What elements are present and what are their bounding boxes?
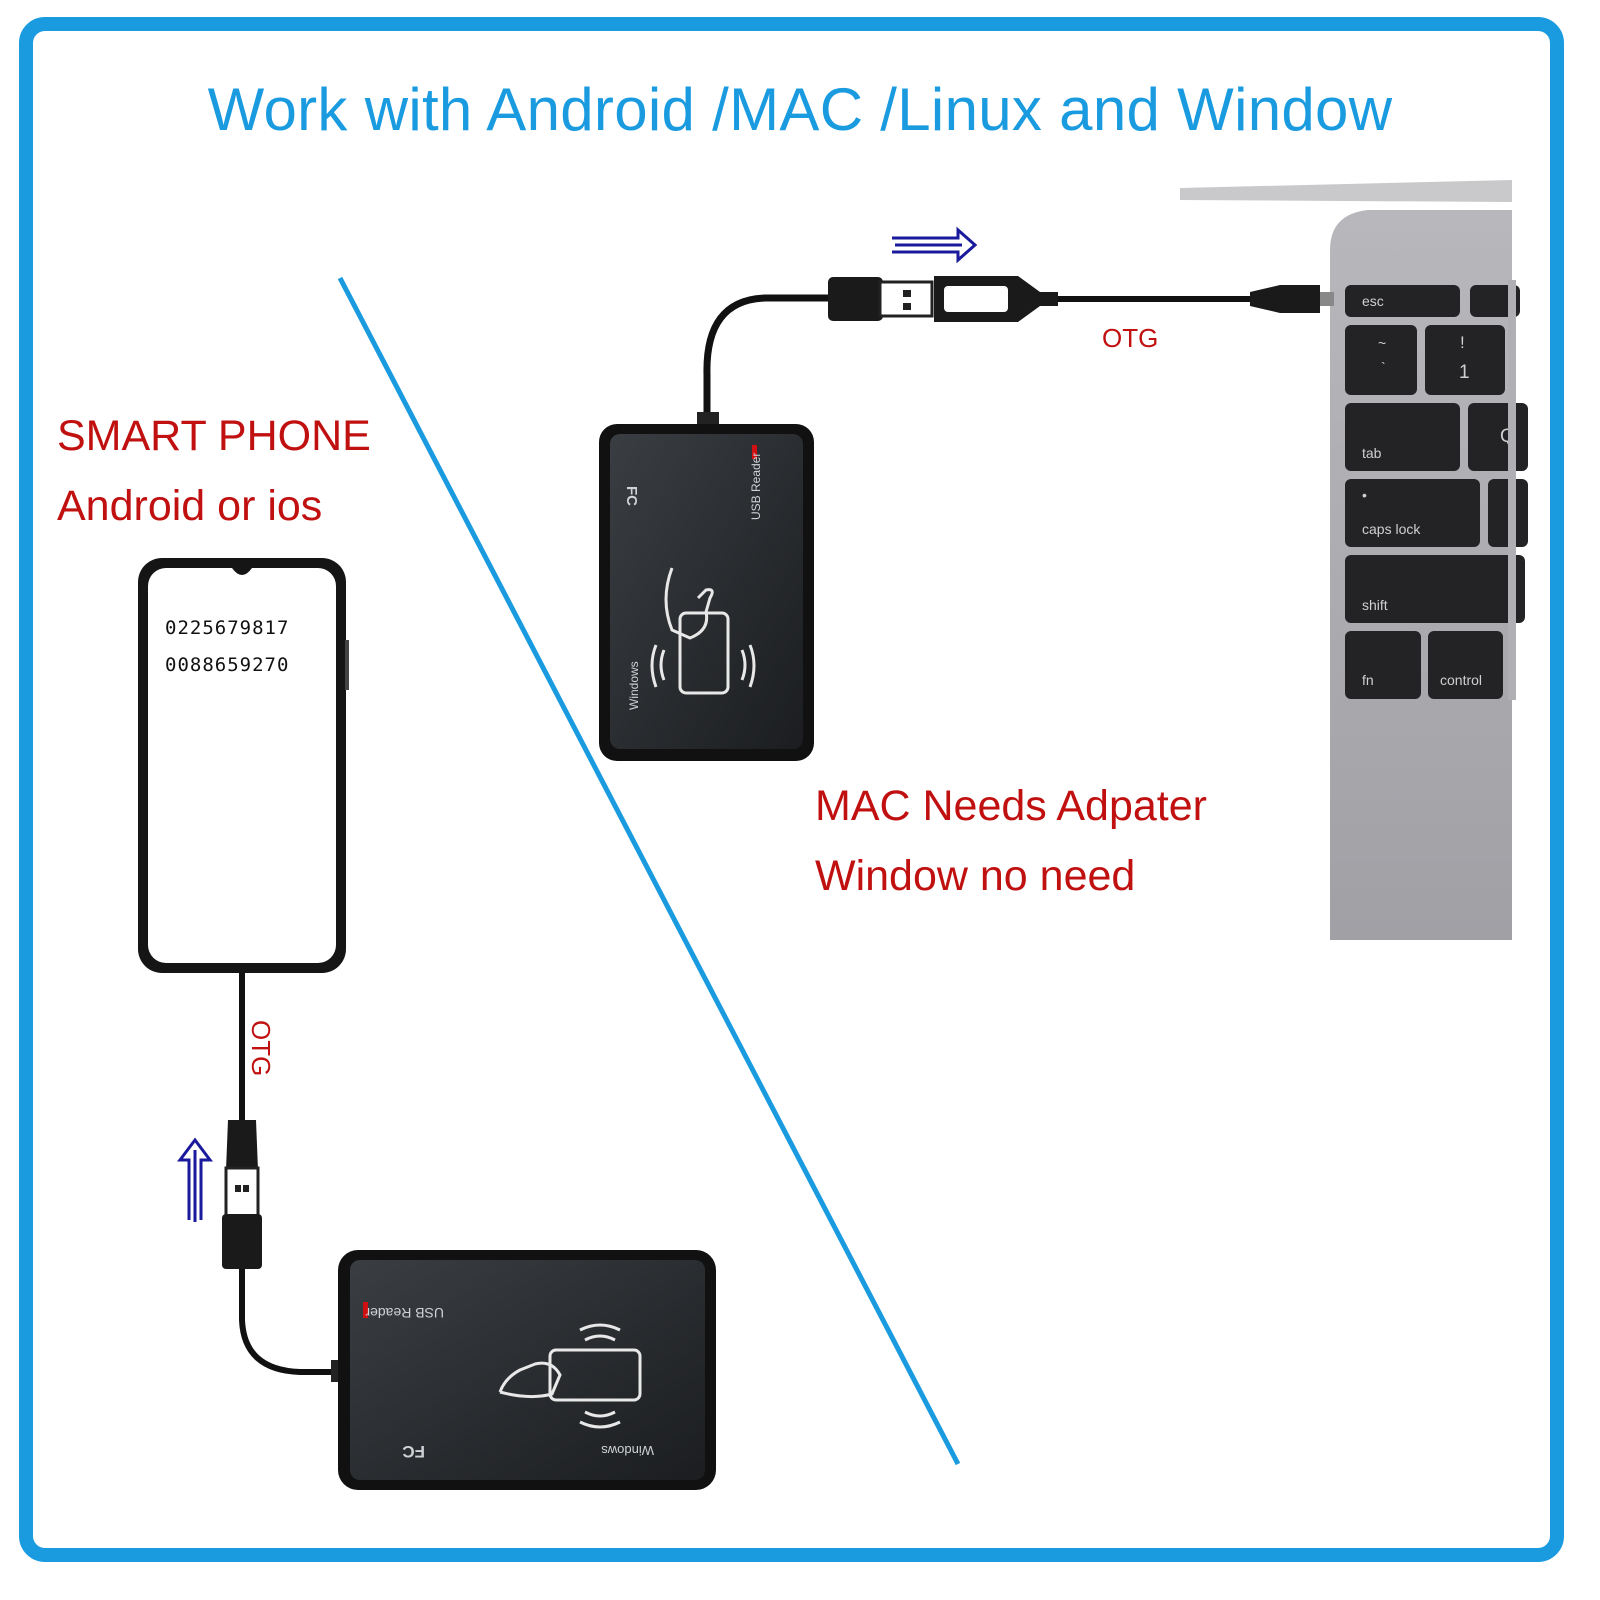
key-tab-label: tab [1362,445,1382,461]
phone-screen-line: 0088659270 [165,654,290,676]
otg-adapter-phone [226,1120,258,1170]
phone-notch [232,568,252,575]
key-1-label: 1 [1459,362,1470,383]
usb-reader-bottom: USB Reader FC Windows [331,1250,716,1490]
key-fn-label: fn [1362,672,1374,688]
smartphone [138,558,349,973]
card-tap-icon-bottom [498,1323,642,1429]
page-title: Work with Android /MAC /Linux and Window [207,76,1393,143]
keyboard: esc ~ ` ! 1 tab Q • caps lock shift fn c… [1345,285,1528,699]
smart-phone-heading: SMART PHONE [57,412,371,460]
usb-a-plug-phone [222,1214,262,1269]
key-tab [1345,403,1460,471]
mac-note-line1: MAC Needs Adpater [815,782,1207,830]
phone-cable [222,973,340,1375]
key-tilde-label: ~ [1378,335,1386,351]
mac-note-line2: Window no need [815,852,1136,900]
key-backtick-label: ` [1381,359,1386,375]
reader-bottom-label: USB Reader [365,1305,444,1321]
mac-cable [703,276,1334,420]
key-shift-label: shift [1362,597,1388,613]
key-caps-lock [1345,479,1480,547]
usb-reader-top: USB Reader FC Windows [599,412,814,761]
key-exclaim-label: ! [1460,333,1465,352]
laptop: esc ~ ` ! 1 tab Q • caps lock shift fn c… [1180,180,1528,940]
key-shift [1345,555,1525,623]
key-caps-label: caps lock [1362,521,1421,537]
up-arrow-icon [177,1137,213,1222]
key-control-label: control [1440,672,1482,688]
otg-label-mac: OTG [1102,323,1159,353]
key-q [1468,403,1528,471]
key-esc [1345,285,1460,317]
otg-label-phone: OTG [246,1020,276,1077]
led-indicator-icon [752,445,757,459]
led-indicator-icon-bottom [363,1302,368,1318]
key-caps-dot: • [1362,487,1367,503]
reader-top-label: USB Reader [749,453,763,520]
key-1 [1425,325,1505,395]
key-f1 [1470,285,1520,317]
diagonal-divider [337,276,961,1466]
reader-bottom-logo: FC [402,1442,425,1461]
key-esc-label: esc [1362,293,1384,309]
key-control [1428,631,1503,699]
usb-a-plug [828,277,883,321]
phone-screen-line: 0225679817 [165,617,290,639]
right-arrow-icon [892,226,978,264]
reader-bottom-os: Windows [601,1443,654,1458]
reader-top-os: Windows [627,661,641,710]
card-tap-icon [650,567,756,695]
key-fn [1345,631,1421,699]
reader-top-logo: FC [623,486,640,506]
key-tilde [1345,325,1417,395]
smart-phone-subheading: Android or ios [57,482,323,530]
